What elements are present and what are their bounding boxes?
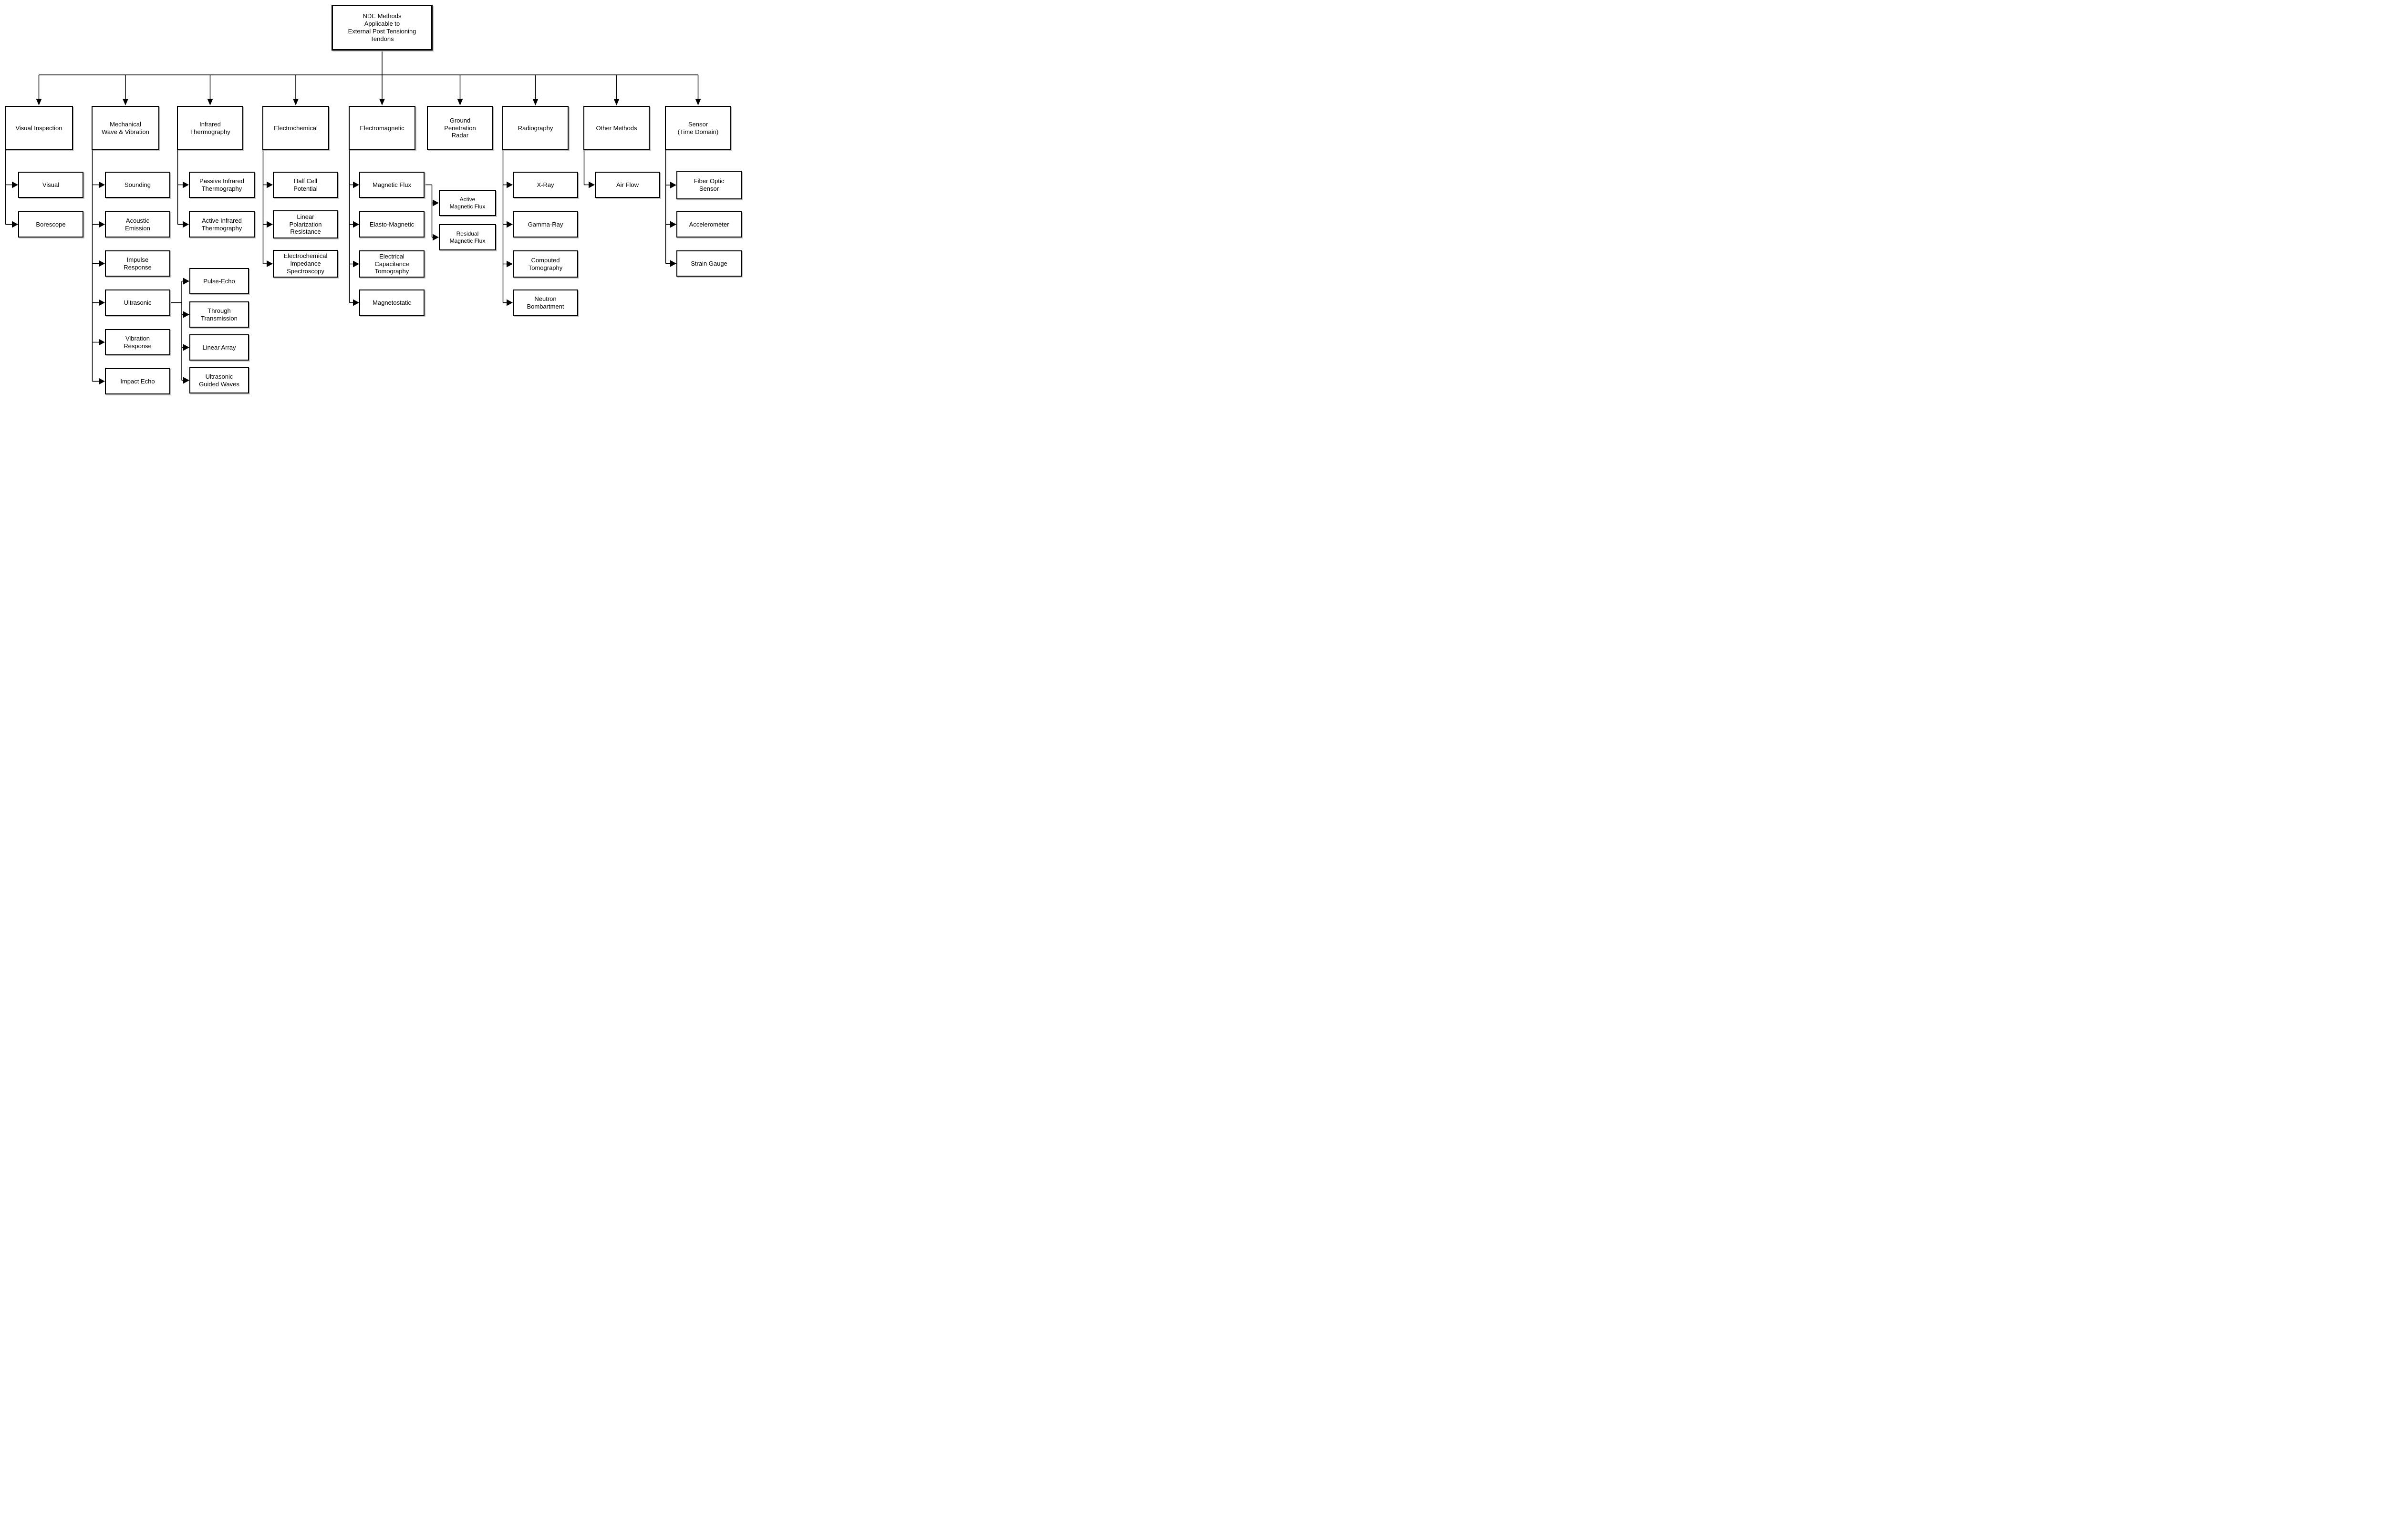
node-impact-echo: Impact Echo	[105, 368, 170, 394]
node-visual-inspection: Visual Inspection	[5, 106, 73, 150]
node-impulse-response: Impulse Response	[105, 250, 170, 277]
node-borescope: Borescope	[18, 211, 83, 238]
node-visual: Visual	[18, 172, 83, 198]
connector-visual-inspection	[5, 150, 18, 228]
connector-infrared	[177, 150, 189, 228]
node-elasto-magnetic: Elasto-Magnetic	[359, 211, 425, 238]
node-electromagnetic: Electromagnetic	[349, 106, 415, 150]
node-accelerometer: Accelerometer	[676, 211, 742, 238]
node-gamma-ray: Gamma-Ray	[513, 211, 578, 238]
trunk-connector	[36, 51, 701, 105]
connector-sensor	[665, 150, 676, 267]
node-nde-methods-root: NDE Methods Applicable to External Post …	[332, 5, 433, 51]
node-fiber-optic-sensor: Fiber Optic Sensor	[676, 171, 742, 199]
node-radiography: Radiography	[502, 106, 569, 150]
node-half-cell-potential: Half Cell Potential	[273, 172, 338, 198]
connector-radiography	[502, 150, 513, 306]
node-linear-polarization-resistance: Linear Polarization Resistance	[273, 210, 338, 238]
node-electrical-capacitance-tomography: Electrical Capacitance Tomography	[359, 250, 425, 278]
node-air-flow: Air Flow	[595, 172, 660, 198]
node-electrochemical-impedance-spectroscopy: Electrochemical Impedance Spectroscopy	[273, 250, 338, 278]
node-linear-array: Linear Array	[189, 334, 249, 361]
node-residual-magnetic-flux: Residual Magnetic Flux	[439, 224, 496, 250]
node-neutron-bombartment: Neutron Bombartment	[513, 289, 578, 316]
node-acoustic-emission: Acoustic Emission	[105, 211, 170, 238]
connector-ultrasonic-sub	[170, 278, 189, 384]
node-passive-infrared-thermography: Passive Infrared Thermography	[189, 172, 255, 198]
connector-other-methods	[583, 150, 595, 188]
node-pulse-echo: Pulse-Echo	[189, 268, 249, 294]
node-infrared-thermography: Infrared Thermography	[177, 106, 243, 150]
connector-lines	[5, 51, 701, 385]
node-computed-tomography: Computed Tomography	[513, 250, 578, 278]
node-sounding: Sounding	[105, 172, 170, 198]
node-ground-penetration-radar: Ground Penetration Radar	[427, 106, 493, 150]
node-magnetic-flux: Magnetic Flux	[359, 172, 425, 198]
connector-mechanical-wave	[92, 150, 105, 385]
node-vibration-response: Vibration Response	[105, 329, 170, 355]
node-strain-gauge: Strain Gauge	[676, 250, 742, 277]
node-sensor-time-domain: Sensor (Time Domain)	[665, 106, 731, 150]
connector-electrochemical	[262, 150, 273, 267]
node-x-ray: X-Ray	[513, 172, 578, 198]
connector-electromagnetic	[349, 150, 359, 306]
node-electrochemical: Electrochemical	[262, 106, 329, 150]
node-ultrasonic: Ultrasonic	[105, 289, 170, 316]
node-ultrasonic-guided-waves: Ultrasonic Guided Waves	[189, 367, 249, 393]
node-other-methods: Other Methods	[583, 106, 650, 150]
node-active-magnetic-flux: Active Magnetic Flux	[439, 190, 496, 216]
node-through-transmission: Through Transmission	[189, 301, 249, 328]
node-magnetostatic: Magnetostatic	[359, 289, 425, 316]
node-mechanical-wave-vibration: Mechanical Wave & Vibration	[92, 106, 159, 150]
nde-methods-flowchart: NDE Methods Applicable to External Post …	[0, 0, 748, 400]
connector-magnetic-flux-sub	[425, 184, 439, 241]
node-active-infrared-thermography: Active Infrared Thermography	[189, 211, 255, 238]
